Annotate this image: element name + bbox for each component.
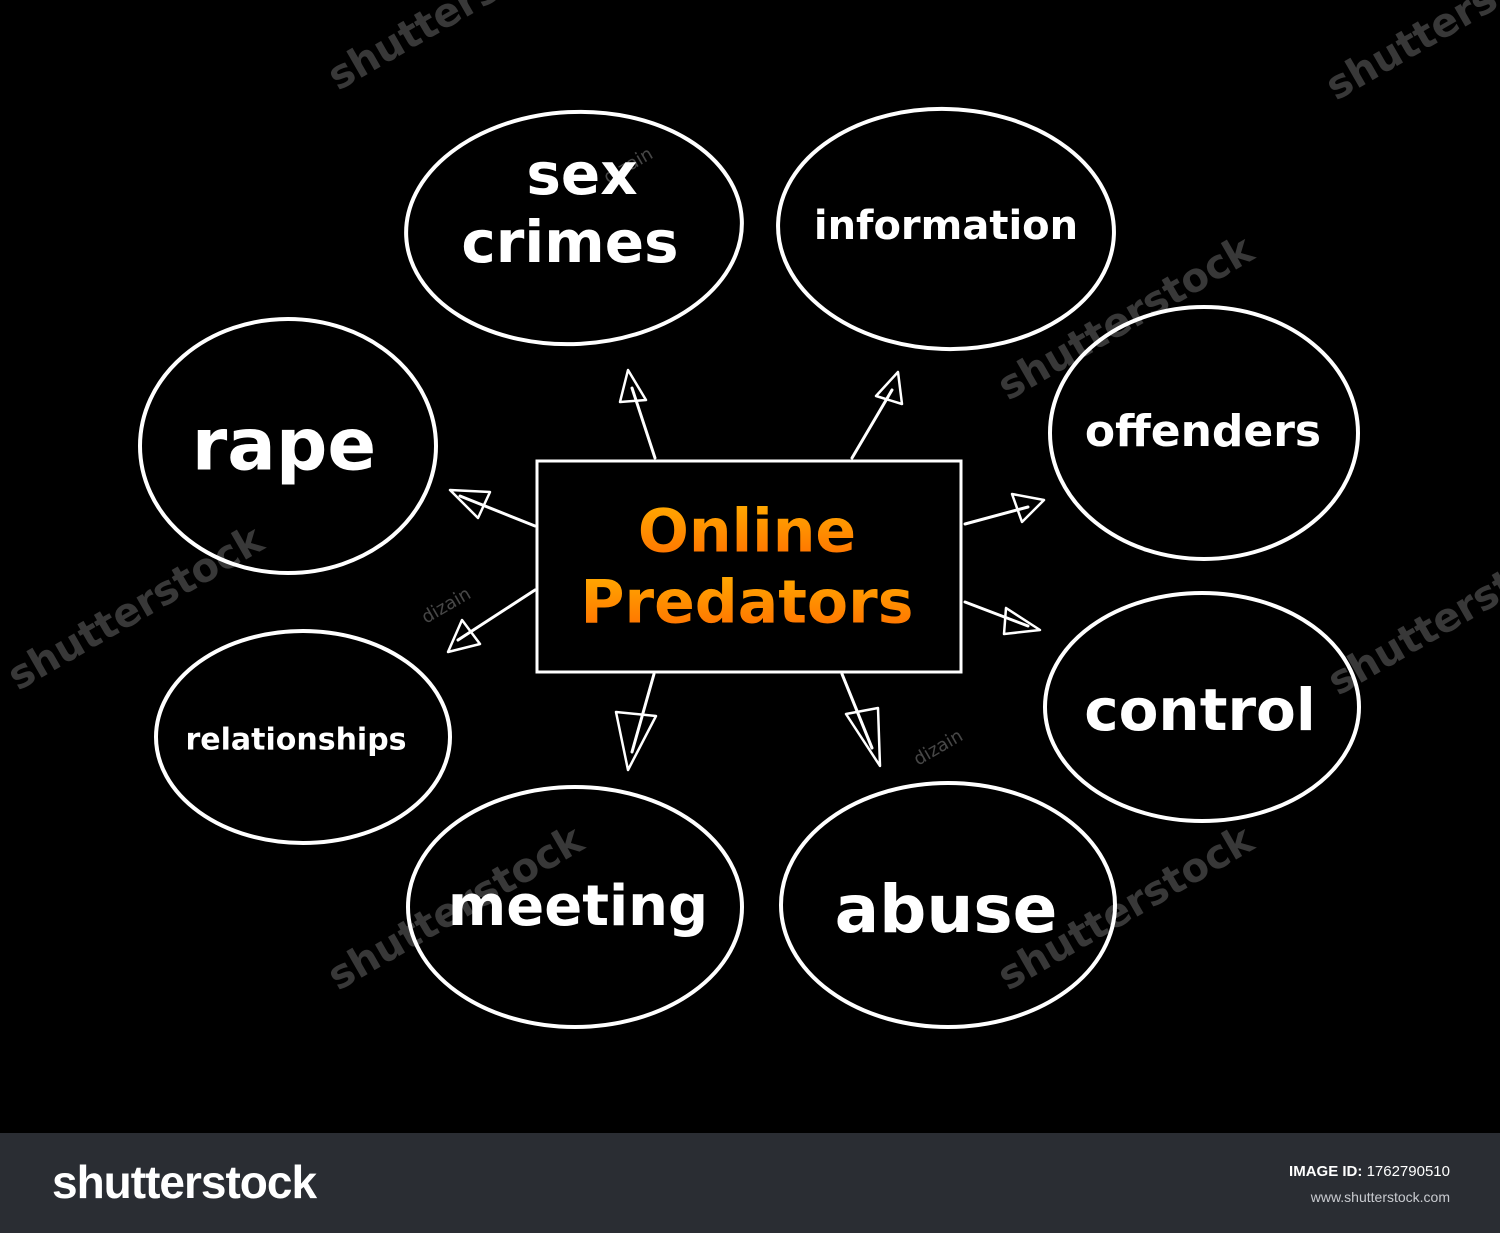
node-meeting-outline [406,785,744,1029]
footer-site-link[interactable]: www.shutterstock.com [1310,1189,1450,1205]
node-control-outline [1043,591,1361,823]
arrow-meeting [614,710,658,772]
node-outlines [138,106,1361,1029]
node-information-outline [776,106,1116,352]
node-relationships-label: relationships [185,723,406,758]
connector-control [963,600,1030,628]
stock-footer: shutterstock IMAGE ID: 1762790510 www.sh… [0,1133,1500,1233]
arrowheads [446,368,1046,772]
node-rape-outline [138,317,438,575]
arrow-rape [448,488,492,520]
connector-relationships [456,588,537,642]
connector-sex-crimes [630,386,657,460]
node-control-label: control [1084,676,1316,744]
arrow-information [874,370,904,406]
arrow-sex-crimes [618,368,648,404]
node-relationships-outline [154,629,452,845]
connector-meeting [630,672,656,754]
image-id-label: IMAGE ID: [1289,1163,1363,1180]
footer-image-id: IMAGE ID: 1762790510 [1289,1163,1450,1180]
arrow-relationships [446,618,482,654]
connector-information [850,388,894,460]
image-id-value: 1762790510 [1366,1163,1450,1180]
mind-map: sex crimes information offenders control… [138,106,1361,1029]
arrow-control [1002,606,1042,636]
diagram-board: sex crimes information offenders control… [0,0,1500,1029]
footer-brand-logo[interactable]: shutterstock [52,1156,317,1208]
center-box [535,459,963,674]
node-abuse-outline [779,781,1117,1029]
node-meeting-label: meeting [448,874,708,939]
center-title-line2: Predators [581,568,914,638]
arrow-abuse [844,706,882,768]
node-rape-label: rape [192,403,376,487]
arrow-offenders [1010,492,1046,524]
node-information-label: information [814,203,1078,249]
node-offenders-outline [1048,305,1360,561]
node-abuse-label: abuse [835,871,1058,948]
node-sex-crimes-line2: crimes [461,208,678,276]
center-title-line1: Online [638,497,856,567]
node-sex-crimes-line1: sex [526,140,637,208]
connector-rape [458,494,537,528]
node-offenders-label: offenders [1085,406,1321,457]
node-sex-crimes-outline [404,109,744,347]
